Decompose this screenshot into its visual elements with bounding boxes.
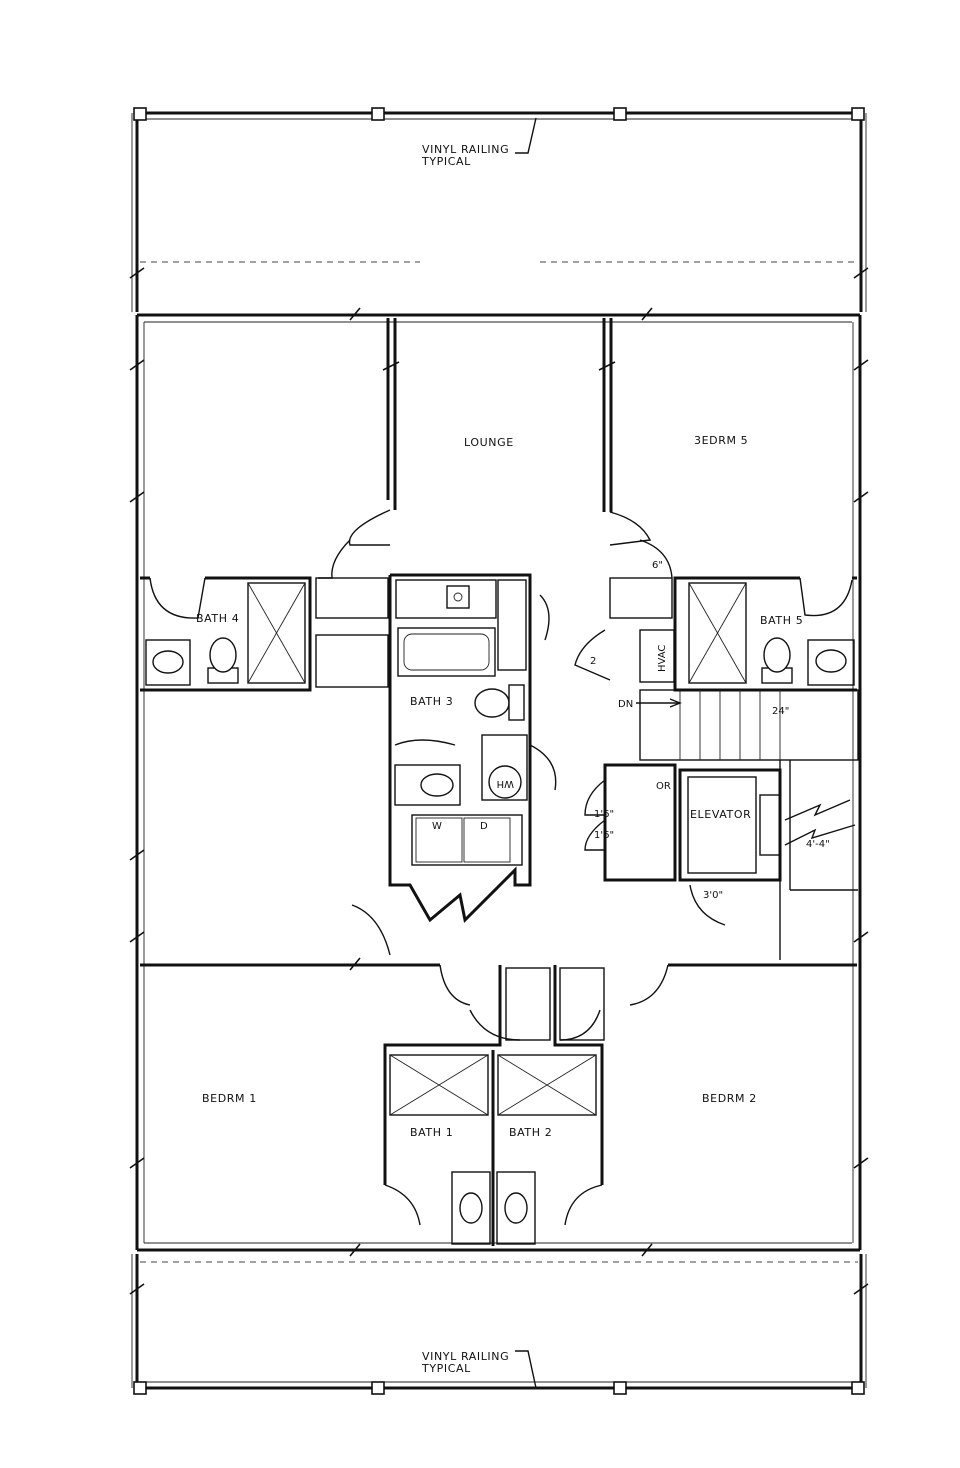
dim-6: 6" xyxy=(652,560,663,571)
dim-24: 24" xyxy=(772,706,789,717)
bath3-core xyxy=(388,573,557,924)
room-label-bedrm2: BEDRM 2 xyxy=(702,1092,757,1105)
closet-label: OR xyxy=(656,781,671,792)
dim-3-0: 3'0" xyxy=(703,890,723,901)
dim-4-4: 4'-4" xyxy=(806,839,830,850)
bath4-fixtures xyxy=(145,577,389,688)
lounge-doors xyxy=(318,509,673,579)
dryer-label: D xyxy=(480,821,488,832)
room-label-bath5: BATH 5 xyxy=(760,614,803,627)
deck-post xyxy=(851,1381,865,1395)
deck-post xyxy=(133,1381,147,1395)
wall-ticks xyxy=(129,267,869,1295)
stair-down-label: DN xyxy=(618,699,633,710)
room-label-bath3: BATH 3 xyxy=(410,695,453,708)
bottom-deck xyxy=(131,1254,867,1395)
room-label-bath4: BATH 4 xyxy=(196,612,239,625)
room-label-bath2: BATH 2 xyxy=(509,1126,552,1139)
room-label-bedrm1: BEDRM 1 xyxy=(202,1092,257,1105)
room-label-bath1: BATH 1 xyxy=(410,1126,453,1139)
dim-1-6-a: 1'6" xyxy=(594,809,614,820)
deck-post xyxy=(133,107,147,121)
railing-note-top-line1: VINYL RAILING xyxy=(422,143,509,156)
lower-rooms xyxy=(383,965,605,1246)
bath5-fixtures xyxy=(609,577,855,686)
deck-post xyxy=(371,107,385,121)
railing-note-top-line2: TYPICAL xyxy=(421,155,471,168)
upper-partitions xyxy=(140,318,857,967)
top-deck xyxy=(131,107,867,312)
dim-1-6-b: 1'6" xyxy=(594,830,614,841)
deck-post xyxy=(613,1381,627,1395)
water-heater-label: WH xyxy=(497,778,514,789)
washer-label: W xyxy=(432,821,442,832)
deck-post xyxy=(851,107,865,121)
deck-post xyxy=(613,107,627,121)
deck-post xyxy=(371,1381,385,1395)
railing-note-bottom-line2: TYPICAL xyxy=(421,1362,471,1375)
room-label-elevator: ELEVATOR xyxy=(690,808,751,821)
room-label-bedrm5: 3EDRM 5 xyxy=(694,434,748,447)
room-label-lounge: LOUNGE xyxy=(464,436,514,449)
dim-2: 2 xyxy=(590,656,596,667)
elevator-core xyxy=(584,760,858,960)
exterior-walls xyxy=(135,313,862,1252)
hall-doors xyxy=(351,904,669,1041)
hvac-label: HVAC xyxy=(657,645,668,672)
railing-note-bottom-line1: VINYL RAILING xyxy=(422,1350,509,1363)
stair xyxy=(636,689,859,761)
